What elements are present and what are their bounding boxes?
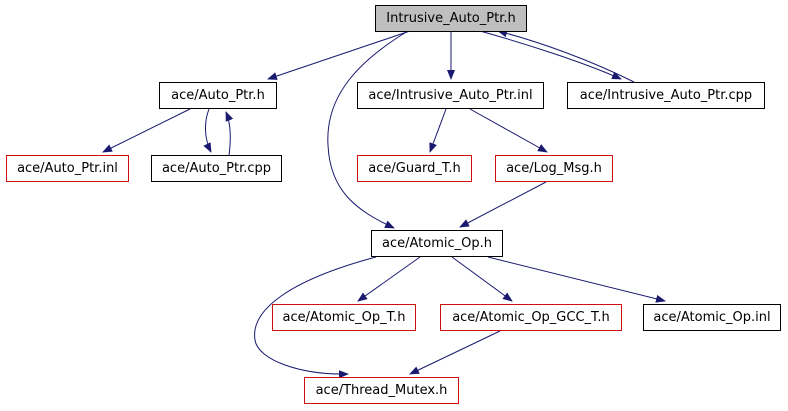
edge-atomic-op-h-to-atomic-op-gcc [451,256,513,302]
edge-atomic-op-h-to-thread-mutex [254,256,377,379]
edge-log-msg-to-atomic-op-h [459,181,547,228]
node-auto-ptr-h[interactable]: ace/Auto_Ptr.h [159,82,277,109]
node-log-msg-h[interactable]: ace/Log_Msg.h [495,155,613,182]
node-auto-ptr-cpp[interactable]: ace/Auto_Ptr.cpp [151,155,282,182]
edge-auto-ptr-h-to-auto-ptr-cpp [203,108,212,153]
node-intrusive-auto-ptr-inl[interactable]: ace/Intrusive_Auto_Ptr.inl [357,82,544,109]
node-atomic-op-h[interactable]: ace/Atomic_Op.h [371,230,503,257]
edge-intrusive-inl-to-guard-t [429,108,447,153]
node-guard-t-h[interactable]: ace/Guard_T.h [357,155,472,182]
edge-auto-ptr-cpp-to-auto-ptr-h [225,111,234,156]
edge-root-to-auto-ptr-h [267,30,411,80]
edge-root-to-atomic-op-h [327,30,409,229]
edge-auto-ptr-h-to-auto-ptr-inl [102,108,191,153]
edge-root-to-intrusive-cpp [479,30,622,80]
node-intrusive-auto-ptr-cpp[interactable]: ace/Intrusive_Auto_Ptr.cpp [567,82,765,109]
edge-atomic-op-gcc-to-thread-mutex [409,330,501,375]
node-atomic-op-inl[interactable]: ace/Atomic_Op.inl [643,304,781,331]
node-intrusive-auto-ptr-h[interactable]: Intrusive_Auto_Ptr.h [375,5,527,32]
node-auto-ptr-inl[interactable]: ace/Auto_Ptr.inl [6,155,129,182]
node-thread-mutex-h[interactable]: ace/Thread_Mutex.h [304,377,459,404]
node-atomic-op-gcc-t-h[interactable]: ace/Atomic_Op_GCC_T.h [440,304,622,331]
node-atomic-op-t-h[interactable]: ace/Atomic_Op_T.h [272,304,416,331]
edge-atomic-op-h-to-atomic-op-inl [487,256,666,303]
edge-atomic-op-h-to-atomic-op-t [357,256,421,302]
edge-intrusive-inl-to-log-msg [469,108,548,153]
edge-intrusive-cpp-to-root [497,29,635,83]
